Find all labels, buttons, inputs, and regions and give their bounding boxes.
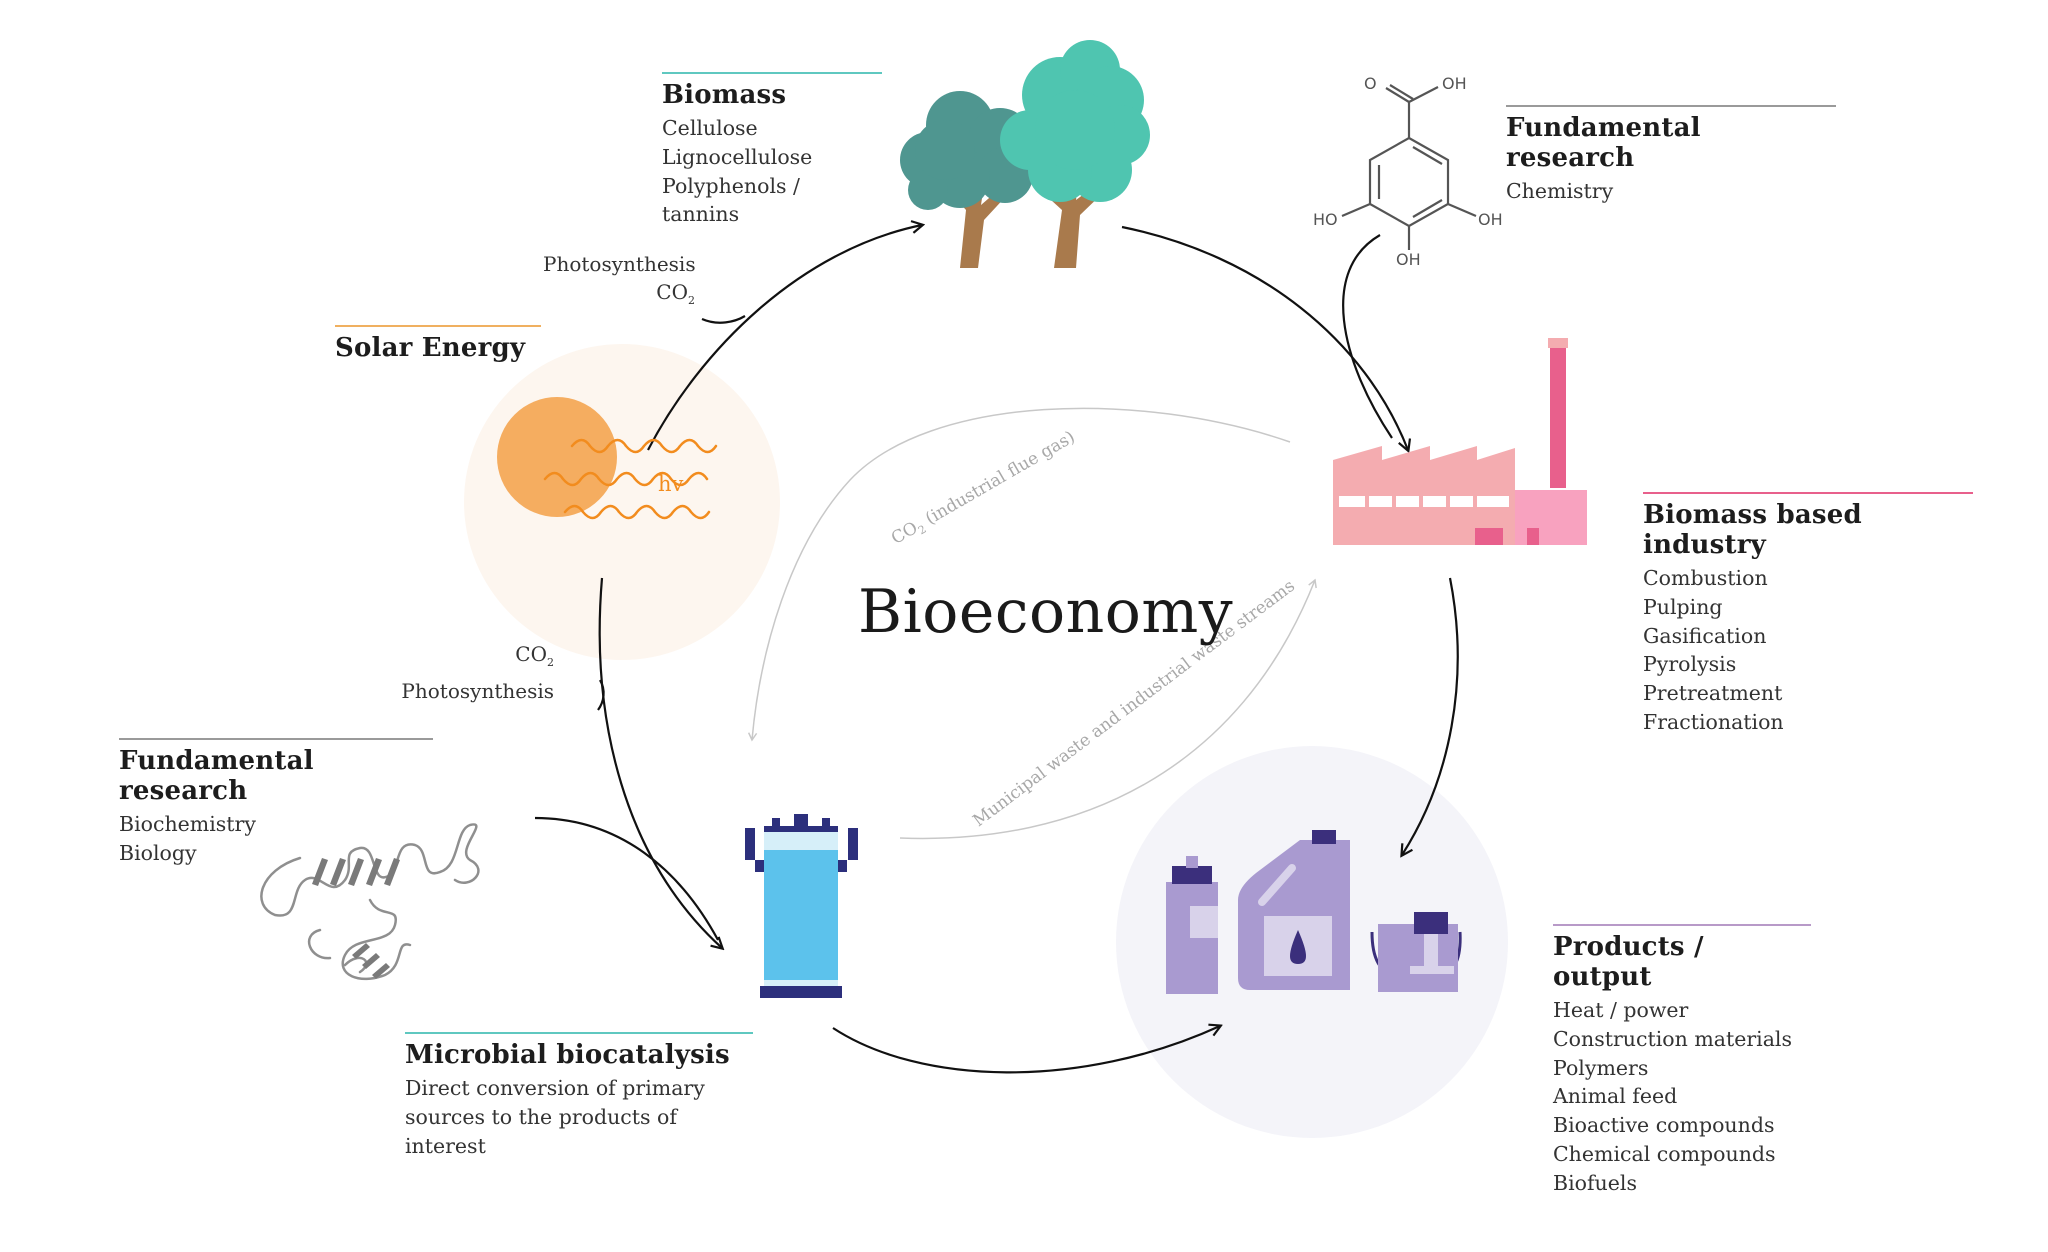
biomass-block: Biomass Cellulose Lignocellulose Polyphe… <box>662 72 882 229</box>
products-item: Biofuels <box>1553 1170 1637 1195</box>
arrow-sun-to-biomass <box>647 225 922 451</box>
photosynthesis-label-top: Photosynthesis CO2 <box>543 250 696 315</box>
arrow-photosynthesis-branch-bottom <box>597 679 605 711</box>
products-item: Chemical compounds <box>1553 1141 1776 1166</box>
research-biology-rule <box>119 738 433 740</box>
solar-rule <box>335 325 541 327</box>
research-chemistry-heading: Fundamental research <box>1506 113 1701 173</box>
products-heading: Products / output <box>1553 932 1704 992</box>
research-chemistry-item: Chemistry <box>1506 179 1614 203</box>
co2-text: CO2 <box>543 278 695 315</box>
molecule-oh-right-label: OH <box>1478 210 1503 229</box>
co2-text: CO2 <box>398 640 554 677</box>
microbial-block: Microbial biocatalysis Direct conversion… <box>405 1032 753 1160</box>
industry-item: Gasification <box>1643 623 1767 648</box>
co-text: CO <box>656 280 688 304</box>
products-rule <box>1553 924 1811 926</box>
solar-heading: Solar Energy <box>335 333 526 363</box>
research-biology-item: Biology <box>119 840 197 865</box>
arrow-bioreactor-to-products <box>832 1026 1220 1074</box>
diagram-title: Bioeconomy <box>858 577 1234 647</box>
photosynthesis-label-bottom: CO2 Photosynthesis <box>398 640 554 705</box>
industry-item: Fractionation <box>1643 709 1784 734</box>
products-item: Animal feed <box>1553 1084 1678 1109</box>
industry-rule <box>1643 492 1973 494</box>
spray-can-icon <box>1166 856 1218 994</box>
research-chemistry-rule <box>1506 105 1836 107</box>
arrow-biochemistry-to-bioreactor <box>534 816 719 941</box>
subscript-2: 2 <box>547 656 554 669</box>
protein-helix-icon <box>312 858 400 979</box>
paint-bucket-icon <box>1370 912 1462 992</box>
products-item: Polymers <box>1553 1055 1649 1080</box>
microbial-item: sources to the products of interest <box>405 1104 677 1158</box>
products-item: Bioactive compounds <box>1553 1113 1775 1138</box>
industry-item: Pulping <box>1643 594 1723 619</box>
research-chemistry-block: Fundamental research Chemistry <box>1506 105 1836 206</box>
products-item: Heat / power <box>1553 998 1689 1022</box>
co-text: CO <box>515 642 547 666</box>
biomass-item: Cellulose <box>662 116 758 140</box>
hv-label: hv <box>658 472 684 496</box>
industry-heading: Biomass based industry <box>1643 500 1862 560</box>
light-wave-icon <box>543 438 718 520</box>
sun-glow <box>464 344 780 660</box>
arrow-industry-to-products <box>1402 577 1459 855</box>
industry-item: Pyrolysis <box>1643 652 1737 677</box>
industry-item: Combustion <box>1643 566 1768 590</box>
biomass-heading: Biomass <box>662 80 787 110</box>
photosynthesis-text: Photosynthesis <box>401 679 554 703</box>
biomass-item: Polyphenols / tannins <box>662 173 800 227</box>
industry-item: Pretreatment <box>1643 681 1783 706</box>
sun-icon <box>497 397 617 517</box>
industry-block: Biomass based industry Combustion Pulpin… <box>1643 492 1973 737</box>
biomass-rule <box>662 72 882 74</box>
arrow-chemistry-to-industry <box>1342 234 1393 439</box>
photosynthesis-text: Photosynthesis <box>543 252 696 276</box>
faint-arrow-flue-gas <box>747 407 1291 742</box>
arrow-biomass-to-industry <box>1121 225 1408 450</box>
faint-arrow-waste-streams <box>899 578 1317 840</box>
bioreactor-icon <box>745 814 858 998</box>
molecule-oh-bottom-label: OH <box>1396 250 1421 269</box>
solar-block: Solar Energy <box>335 325 541 367</box>
tree-icon <box>900 40 1150 268</box>
molecule-oh-top-label: OH <box>1442 74 1467 93</box>
products-item: Construction materials <box>1553 1026 1793 1051</box>
gallic-acid-molecule-icon <box>1341 84 1477 250</box>
research-biology-block: Fundamental research Biochemistry Biolog… <box>119 738 433 868</box>
canister-icon <box>1238 830 1350 990</box>
biomass-item: Lignocellulose <box>662 144 813 169</box>
subscript-2: 2 <box>688 294 695 307</box>
microbial-item: Direct conversion of primary <box>405 1076 705 1100</box>
arrow-photosynthesis-branch-top <box>701 315 746 324</box>
factory-icon <box>1333 338 1587 545</box>
microbial-rule <box>405 1032 753 1034</box>
research-biology-item: Biochemistry <box>119 812 256 836</box>
molecule-o-label: O <box>1364 74 1377 93</box>
microbial-heading: Microbial biocatalysis <box>405 1040 730 1070</box>
molecule-ho-left-label: HO <box>1313 210 1338 229</box>
arrow-sun-to-bioreactor <box>598 577 722 948</box>
products-block: Products / output Heat / power Construct… <box>1553 924 1811 1198</box>
research-biology-heading: Fundamental research <box>119 746 314 806</box>
